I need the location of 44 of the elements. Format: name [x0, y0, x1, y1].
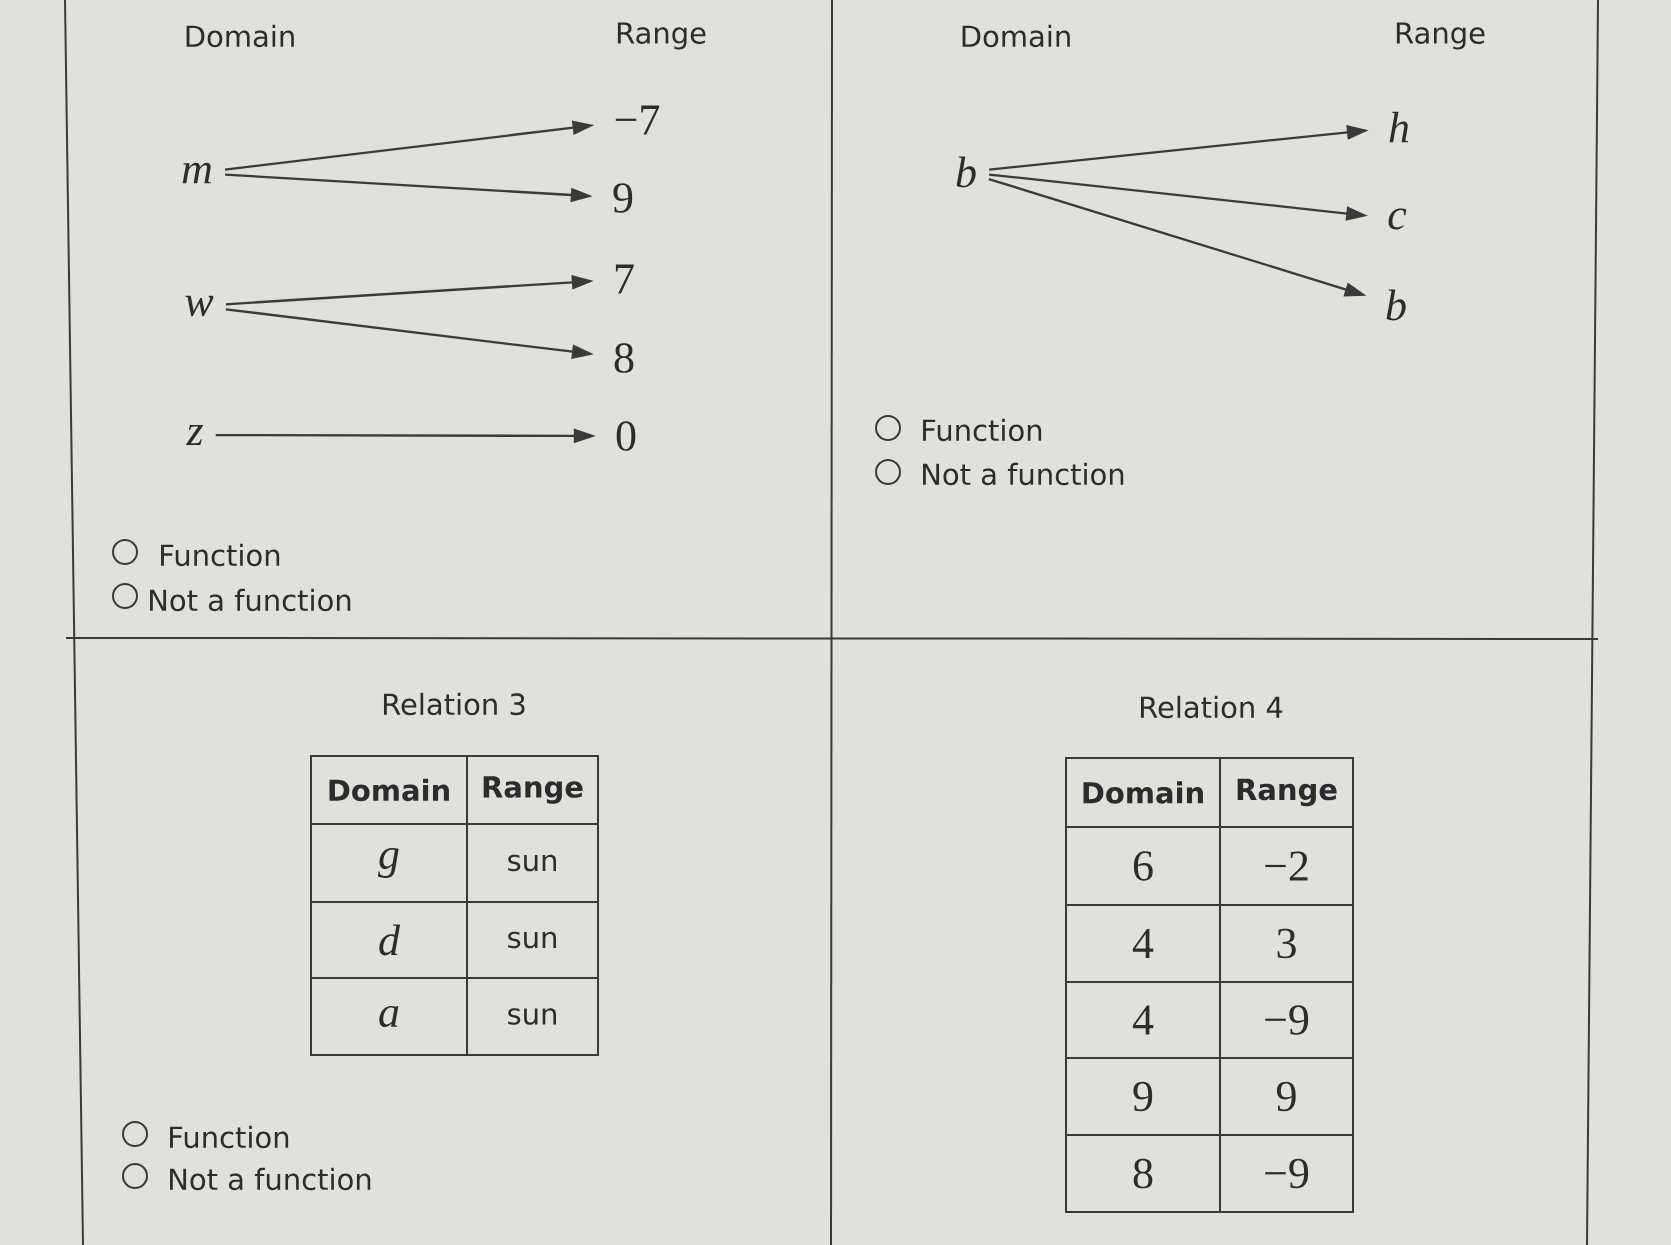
- range-element: −7: [615, 105, 660, 135]
- table-cell: 9: [1065, 1057, 1221, 1136]
- table-cell: sun: [466, 901, 599, 979]
- option-label: Not a function: [150, 588, 351, 612]
- table-cell: 4: [1065, 904, 1221, 983]
- option-label: Function: [170, 1125, 289, 1149]
- option-label: Function: [923, 418, 1042, 442]
- range-element: 7: [615, 264, 634, 294]
- table-cell: −9: [1219, 981, 1354, 1059]
- table-cell: sun: [466, 977, 599, 1056]
- table-cell: 3: [1219, 904, 1354, 983]
- table-cell: 8: [1065, 1134, 1221, 1213]
- option-label: Function: [161, 543, 280, 567]
- option-label: Not a function: [923, 462, 1124, 486]
- table-cell: −9: [1219, 1134, 1354, 1213]
- table-cell: g: [310, 823, 468, 903]
- column-heading: Range: [1396, 22, 1485, 50]
- table-cell: −2: [1219, 826, 1354, 906]
- range-element: c: [1388, 208, 1407, 230]
- range-element: 0: [616, 421, 636, 451]
- table-header-cell: Range: [1219, 757, 1354, 828]
- domain-element: w: [185, 295, 214, 317]
- table-header-cell: Domain: [310, 755, 468, 825]
- domain-element: z: [185, 424, 203, 446]
- range-element: 9: [613, 183, 633, 213]
- range-element: b: [1386, 289, 1406, 321]
- table-title: Relation 4: [1141, 695, 1283, 719]
- table-header-cell: Domain: [1065, 757, 1221, 828]
- column-heading: Domain: [186, 24, 294, 48]
- table-cell: a: [310, 977, 468, 1056]
- option-label: Not a function: [170, 1167, 371, 1191]
- table-cell: 4: [1065, 981, 1221, 1059]
- column-heading: Range: [617, 22, 706, 50]
- range-element: h: [1389, 111, 1409, 143]
- table-cell: 9: [1219, 1057, 1354, 1136]
- table-cell: d: [310, 901, 468, 979]
- table-header-cell: Range: [466, 755, 599, 825]
- domain-element: m: [182, 162, 212, 184]
- range-element: 8: [614, 343, 634, 373]
- column-heading: Domain: [962, 24, 1070, 48]
- table-title: Relation 3: [384, 692, 525, 716]
- table-cell: 6: [1065, 826, 1221, 906]
- table-cell: sun: [466, 823, 599, 903]
- domain-element: b: [956, 156, 976, 188]
